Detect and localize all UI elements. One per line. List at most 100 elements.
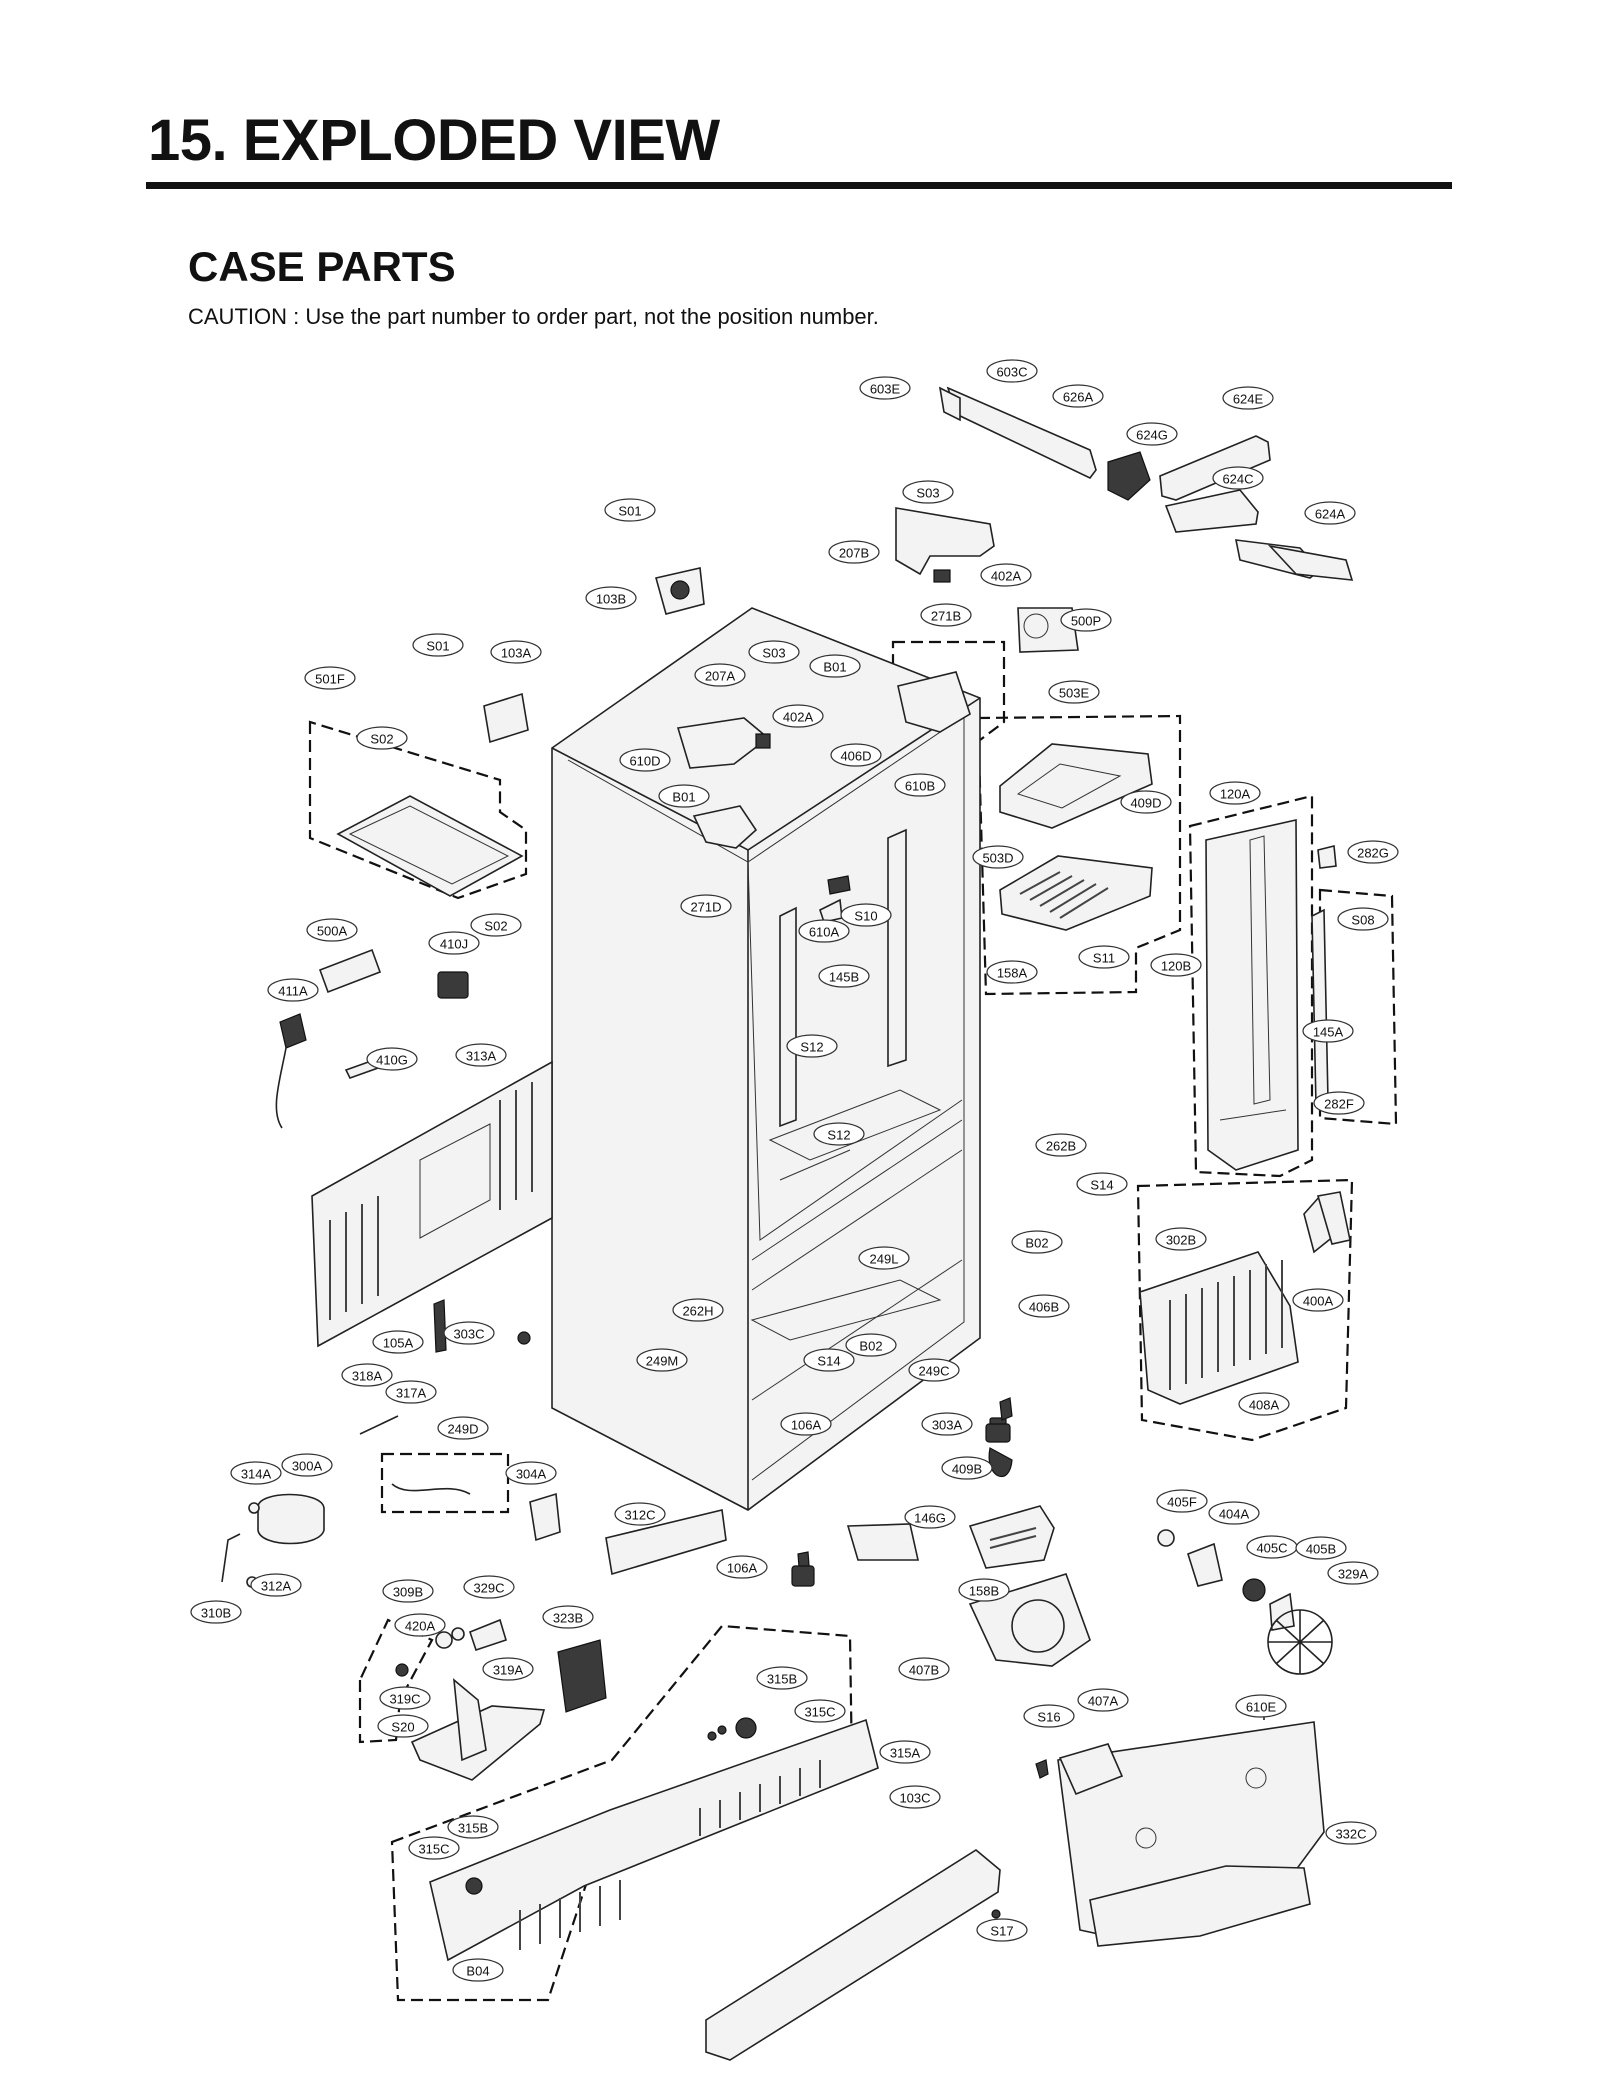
label-oval — [463, 1575, 515, 1599]
label-oval — [1304, 501, 1356, 525]
left-components — [221, 948, 561, 1588]
label-text: 610B — [905, 779, 935, 794]
label-text: 312A — [261, 1579, 292, 1594]
label-text: 500A — [317, 924, 348, 939]
label-text: S11 — [1093, 951, 1115, 966]
label-text: 120A — [1220, 787, 1251, 802]
label-text: S16 — [1037, 1710, 1060, 1725]
part-label: S11 — [1078, 945, 1130, 969]
label-oval — [1060, 608, 1112, 632]
label-text: 207B — [839, 546, 869, 561]
part-label: 503D — [972, 845, 1024, 869]
part-label: S10 — [840, 903, 892, 927]
label-text: S12 — [827, 1128, 850, 1143]
label-oval — [382, 1579, 434, 1603]
part-label: 315C — [408, 1836, 460, 1860]
label-text: B02 — [859, 1339, 882, 1354]
part-label: S08 — [1337, 907, 1389, 931]
label-oval — [1120, 790, 1172, 814]
part-label: S03 — [902, 480, 954, 504]
label-oval — [1337, 907, 1389, 931]
label-text: 145A — [1313, 1025, 1344, 1040]
label-text: 314A — [241, 1467, 272, 1482]
part-label: 408A — [1238, 1392, 1290, 1416]
label-text: 402A — [783, 710, 814, 725]
label-text: 332C — [1335, 1827, 1366, 1842]
label-text: 411A — [278, 984, 308, 999]
label-text: 503E — [1059, 686, 1090, 701]
label-text: S02 — [484, 919, 507, 934]
part-label: 315A — [879, 1740, 931, 1764]
label-oval — [803, 1348, 855, 1372]
label-oval — [889, 1785, 941, 1809]
label-text: 262B — [1046, 1139, 1076, 1154]
part-label: 145B — [818, 964, 870, 988]
part-label: 249D — [437, 1416, 489, 1440]
label-text: 503D — [982, 851, 1013, 866]
label-text: 329C — [473, 1581, 504, 1596]
label-oval — [1126, 422, 1178, 446]
label-oval — [798, 919, 850, 943]
panel-501F — [336, 795, 524, 897]
label-oval — [898, 1657, 950, 1681]
part-label: 626A — [1052, 384, 1104, 408]
label-text: 406D — [840, 749, 871, 764]
label-text: 310B — [201, 1606, 231, 1621]
part-label: 105A — [372, 1330, 424, 1354]
label-text: 249M — [646, 1354, 679, 1369]
label-text: 103A — [501, 646, 532, 661]
label-oval — [840, 903, 892, 927]
part-label: 303A — [921, 1412, 973, 1436]
part-label: 500A — [306, 918, 358, 942]
label-oval — [1077, 1688, 1129, 1712]
part-label: 410G — [366, 1047, 418, 1071]
part-label: 106A — [780, 1412, 832, 1436]
part-label: 610D — [619, 748, 671, 772]
label-oval — [972, 845, 1024, 869]
label-text: 304A — [516, 1467, 547, 1482]
label-text: 120B — [1161, 959, 1191, 974]
group-boxes — [308, 640, 1398, 2002]
label-text: 158A — [997, 966, 1028, 981]
part-label: 406B — [1018, 1294, 1070, 1318]
label-text: 158B — [969, 1584, 999, 1599]
part-label: 282G — [1347, 840, 1399, 864]
page-title: 15. EXPLODED VIEW — [148, 108, 720, 173]
label-text: 315C — [418, 1842, 449, 1857]
label-oval — [394, 1613, 446, 1637]
part-label: 271D — [680, 894, 732, 918]
label-text: 103C — [899, 1791, 930, 1806]
label-oval — [1208, 1501, 1260, 1525]
label-oval — [482, 1657, 534, 1681]
label-oval — [1313, 1091, 1365, 1115]
part-label: 315B — [756, 1666, 808, 1690]
label-oval — [694, 663, 746, 687]
label-oval — [980, 563, 1032, 587]
part-label: 271B — [920, 603, 972, 627]
label-text: 406B — [1029, 1300, 1059, 1315]
label-text: 405B — [1306, 1542, 1336, 1557]
part-label: B01 — [809, 654, 861, 678]
label-text: 249L — [870, 1252, 899, 1267]
part-label: 603E — [859, 376, 911, 400]
condenser-302B — [1139, 1191, 1351, 1405]
label-oval — [443, 1321, 495, 1345]
label-text: 408A — [1249, 1398, 1280, 1413]
label-oval — [879, 1740, 931, 1764]
part-label: 500P — [1060, 608, 1112, 632]
label-text: 626A — [1063, 390, 1094, 405]
label-text: 610E — [1246, 1700, 1277, 1715]
label-text: 282F — [1324, 1097, 1354, 1112]
label-text: 603C — [996, 365, 1027, 380]
rear-panel-313A — [311, 1060, 553, 1348]
part-label: 317A — [385, 1380, 437, 1404]
label-text: S03 — [916, 486, 939, 501]
label-oval — [859, 376, 911, 400]
label-oval — [858, 1246, 910, 1270]
label-oval — [490, 640, 542, 664]
label-oval — [1052, 384, 1104, 408]
label-oval — [614, 1502, 666, 1526]
part-label: 411A — [267, 978, 319, 1002]
part-label: 310B — [190, 1600, 242, 1624]
